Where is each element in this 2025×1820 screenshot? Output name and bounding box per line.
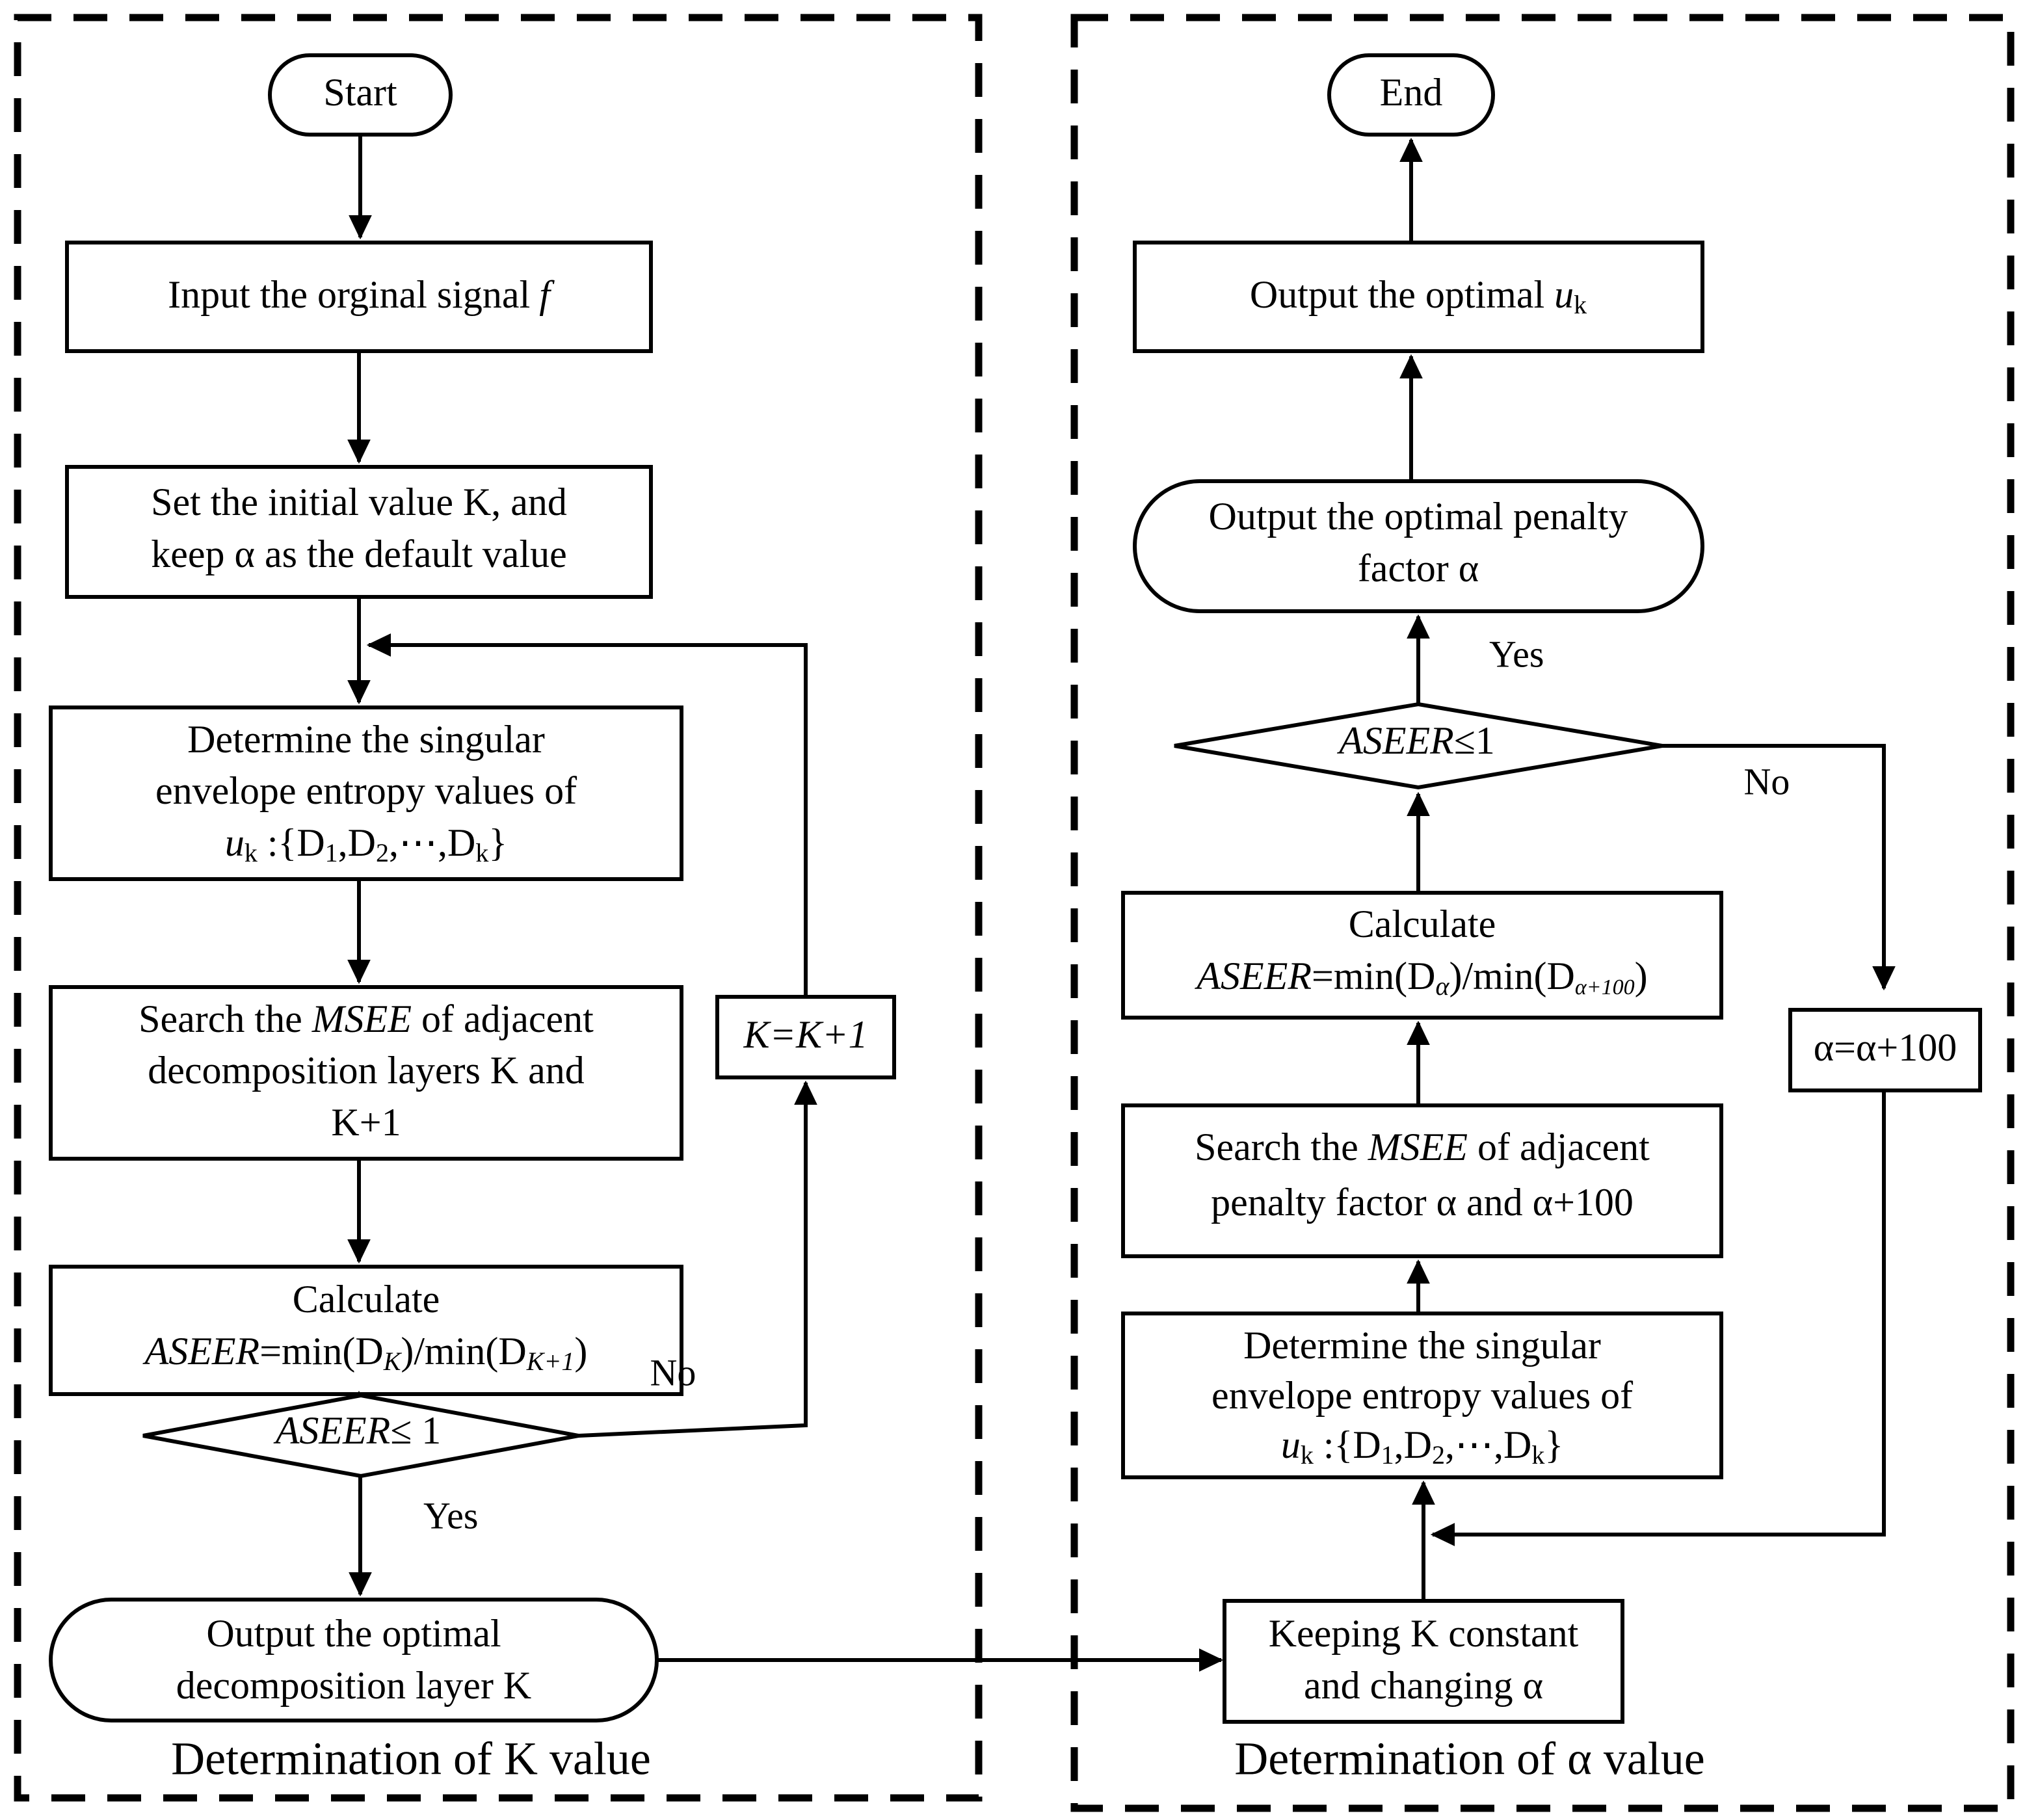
node-calculate-right-line2: ASEER=min(Dα)/min(Dα+100) [1194, 955, 1647, 1001]
node-increment-k[interactable] [715, 995, 896, 1079]
node-determine-entropy-left-line3: uk :{D1,D2,⋯,Dk} [225, 821, 507, 867]
node-determine-entropy-right[interactable] [1121, 1312, 1723, 1479]
node-set-initial[interactable] [65, 465, 653, 599]
node-keeping-k-line2: and changing α [1304, 1664, 1543, 1707]
panel-right-border [1070, 14, 2015, 1812]
edge-decision-no-left [578, 1080, 817, 1438]
edge-decision-no-right [1662, 744, 1896, 991]
panel-left-caption: Determination of K value [171, 1733, 651, 1785]
node-search-msee-right-line2: penalty factor α and α+100 [1211, 1181, 1634, 1224]
node-decision-left-label: ASEER≤ 1 [273, 1409, 442, 1452]
panel-left-border [14, 14, 983, 1802]
node-decision-right[interactable] [1174, 702, 1663, 790]
node-determine-entropy-left[interactable] [49, 706, 683, 881]
node-search-msee-right[interactable] [1121, 1103, 1723, 1258]
node-increment-k-label: K=K+1 [743, 1013, 867, 1056]
edge-label-yes-left: Yes [423, 1494, 478, 1536]
node-search-msee-left-line1: Search the MSEE of adjacent [139, 997, 594, 1040]
node-search-msee-left[interactable] [49, 985, 683, 1161]
node-end[interactable] [1327, 53, 1495, 137]
node-search-msee-right-line1: Search the MSEE of adjacent [1195, 1126, 1650, 1168]
node-output-k-line1: Output the optimal [206, 1612, 501, 1655]
node-calculate-right-line1: Calculate [1349, 903, 1496, 945]
node-keeping-k[interactable] [1223, 1599, 1624, 1724]
node-set-initial-line2: keep α as the default value [151, 533, 567, 575]
node-output-alpha-line1: Output the optimal penalty [1209, 495, 1628, 538]
edge-label-no-left: No [650, 1351, 696, 1393]
edge-increment-k-feedback [366, 633, 808, 997]
node-set-initial-line1: Set the initial value K, and [151, 481, 567, 523]
node-increment-alpha-label: α=α+100 [1814, 1026, 1957, 1069]
node-keeping-k-line1: Keeping K constant [1269, 1612, 1579, 1655]
node-search-msee-left-line3: K+1 [331, 1101, 401, 1144]
node-increment-alpha[interactable] [1788, 1008, 1982, 1092]
node-search-msee-left-line2: decomposition layers K and [148, 1049, 585, 1092]
node-output-uk-label: Output the optimal uk [1250, 273, 1587, 319]
node-determine-entropy-left-line1: Determine the singular [187, 718, 545, 761]
node-determine-entropy-right-line3: uk :{D1,D2,⋯,Dk} [1281, 1423, 1563, 1470]
panel-right-caption: Determination of α value [1234, 1733, 1704, 1785]
node-calculate-right[interactable] [1121, 891, 1723, 1020]
node-calculate-left[interactable] [49, 1265, 683, 1396]
node-determine-entropy-left-line2: envelope entropy values of [155, 769, 577, 812]
edge-label-no-right: No [1744, 760, 1790, 802]
node-determine-entropy-right-line1: Determine the singular [1243, 1324, 1601, 1367]
node-output-uk[interactable] [1133, 241, 1704, 353]
node-output-k-line2: decomposition layer K [176, 1664, 532, 1707]
node-determine-entropy-right-line2: envelope entropy values of [1211, 1374, 1633, 1417]
node-output-alpha[interactable] [1133, 479, 1704, 613]
node-calculate-left-line2: ASEER=min(DK)/min(DK+1) [142, 1330, 588, 1376]
edge-increment-alpha-feedback [1430, 1090, 1886, 1546]
node-calculate-left-line1: Calculate [293, 1278, 440, 1321]
node-output-alpha-line2: factor α [1358, 547, 1479, 590]
node-start-label: Start [323, 71, 397, 114]
edge-label-yes-right: Yes [1489, 633, 1544, 675]
node-decision-right-label: ASEER≤1 [1336, 719, 1495, 762]
node-end-label: End [1380, 71, 1443, 114]
